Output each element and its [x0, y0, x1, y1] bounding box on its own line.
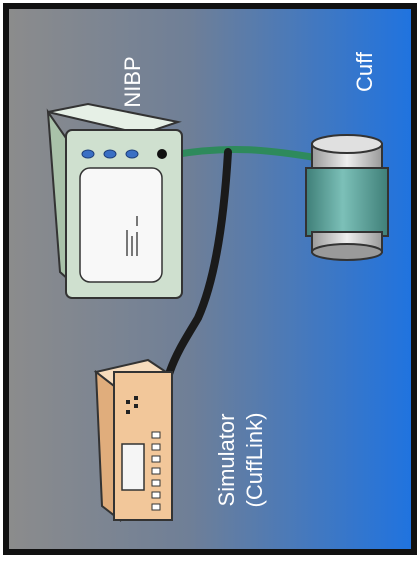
- nibp-screen: [80, 168, 162, 282]
- simulator-label-line2: (CuffLink): [242, 413, 267, 508]
- simulator-button-row: [152, 432, 160, 510]
- simulator-display: [122, 444, 144, 490]
- nibp-button-2: [104, 150, 116, 158]
- nibp-button-1: [82, 150, 94, 158]
- nibp-monitor-icon: [48, 104, 182, 298]
- nibp-hose-port: [157, 149, 167, 159]
- cufflink-simulator-icon: [96, 360, 172, 520]
- blood-pressure-cuff-icon: [306, 135, 388, 260]
- nibp-label: NIBP: [120, 56, 145, 107]
- simulator-label-line1: Simulator: [214, 414, 239, 507]
- cuff-label: Cuff: [352, 51, 377, 92]
- nibp-button-3: [126, 150, 138, 158]
